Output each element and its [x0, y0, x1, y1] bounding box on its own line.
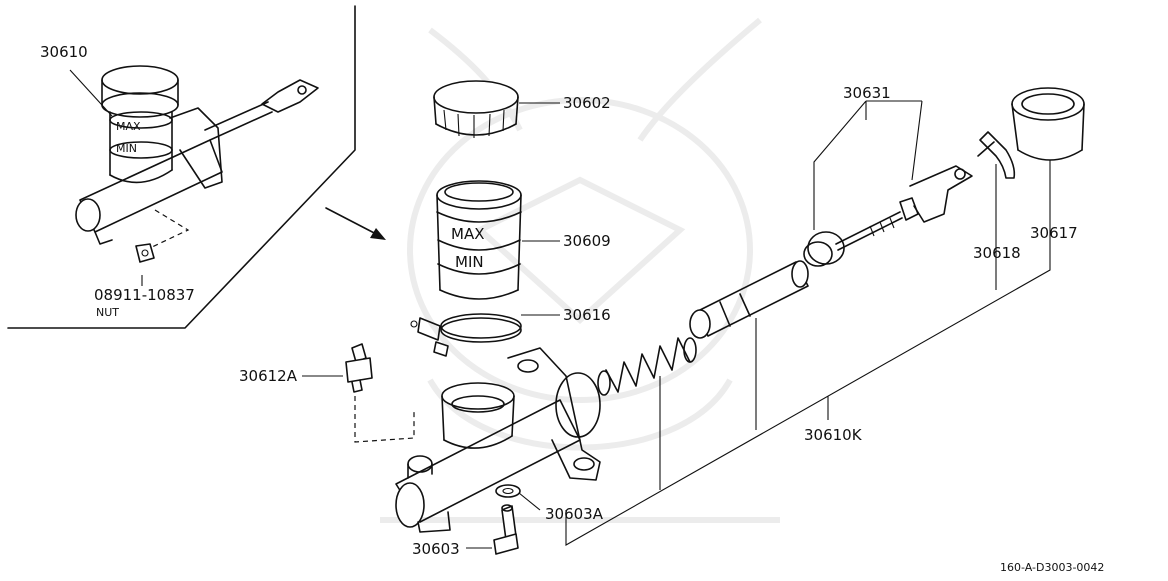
part-label-30612A: 30612A — [239, 367, 298, 385]
part-label-30631: 30631 — [843, 84, 891, 102]
part-label-30618: 30618 — [973, 244, 1021, 262]
reservoir-cap — [433, 80, 519, 138]
snap-ring — [977, 131, 1016, 179]
inset-max-mark: MAX — [116, 120, 141, 133]
part-label-30616: 30616 — [563, 306, 611, 324]
push-rod-assembly — [803, 165, 973, 267]
part-label-30610K: 30610K — [804, 426, 863, 444]
dust-boot — [1011, 87, 1085, 161]
part-label-08911-10837: 08911-10837 — [94, 286, 195, 304]
part-label-30610: 30610 — [40, 43, 88, 61]
reservoir-body — [436, 180, 522, 300]
direction-arrow-icon — [325, 207, 386, 240]
part-label-30603A: 30603A — [545, 505, 604, 523]
leader-lines — [69, 69, 1051, 549]
part-label-30602: 30602 — [563, 94, 611, 112]
inset-min-mark: MIN — [116, 142, 137, 155]
reservoir-min-mark: MIN — [455, 253, 484, 271]
bleeder-valve — [345, 343, 415, 443]
inset-frame — [7, 5, 356, 329]
samurai-helmet-watermark-icon — [380, 17, 780, 523]
master-cylinder-body — [395, 347, 601, 533]
inset-master-cylinder-assembly — [75, 65, 319, 263]
part-label-30617: 30617 — [1030, 224, 1078, 242]
figure-code: 160-A-D3003-0042 — [1000, 561, 1104, 574]
part-label-30603: 30603 — [412, 540, 460, 558]
return-spring — [597, 337, 697, 396]
part-label-nut: NUT — [96, 306, 119, 319]
part-label-30609: 30609 — [563, 232, 611, 250]
union-bolt-and-washer — [493, 484, 521, 555]
reservoir-max-mark: MAX — [451, 225, 484, 243]
piston-assembly — [689, 260, 809, 339]
hose-clamp — [410, 313, 522, 357]
